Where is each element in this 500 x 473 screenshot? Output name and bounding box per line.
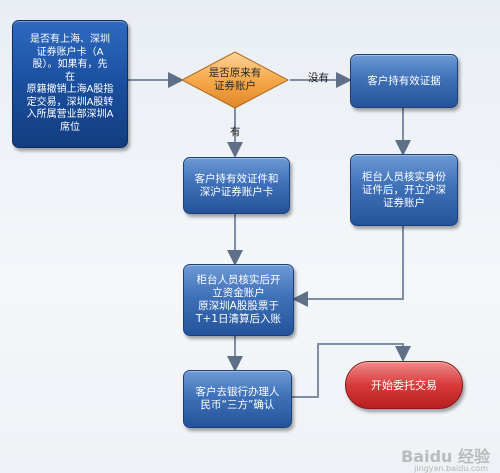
- yes-label: 有: [230, 126, 241, 138]
- counter-fund-box: 柜台人员核实后开 立资金账户 原深圳A股股票于 T+1日清算后入账: [183, 264, 294, 336]
- bank-box: 客户去银行办理人 民币“三方”确认: [183, 370, 292, 428]
- edge-bank-end: [292, 343, 411, 398]
- no-branch-box: 客户持有效证据: [350, 54, 458, 108]
- decision-label: 是否原来有 证券账户: [208, 67, 262, 92]
- edge-counter-fund: [292, 226, 404, 307]
- watermark-brand: Baidu 经验: [401, 447, 490, 466]
- diamond-shape: [180, 51, 290, 109]
- start-box: 是否有上海、深圳 证券账户卡（A 股）。如果有，先 在 原籍撤销上海A股指 定交…: [12, 20, 128, 148]
- watermark-url: jingyan.baidu.com: [414, 464, 488, 473]
- counter-open-box: 柜台人员核实身份 证件后，开立沪深 证券账户: [350, 154, 458, 226]
- yes-branch-box: 客户持有效证件和 深沪证券账户卡: [183, 157, 290, 214]
- decision-diamond: 是否原来有 证券账户: [180, 50, 290, 110]
- no-label: 没有: [308, 72, 329, 84]
- end-box: 开始委托交易: [345, 361, 463, 409]
